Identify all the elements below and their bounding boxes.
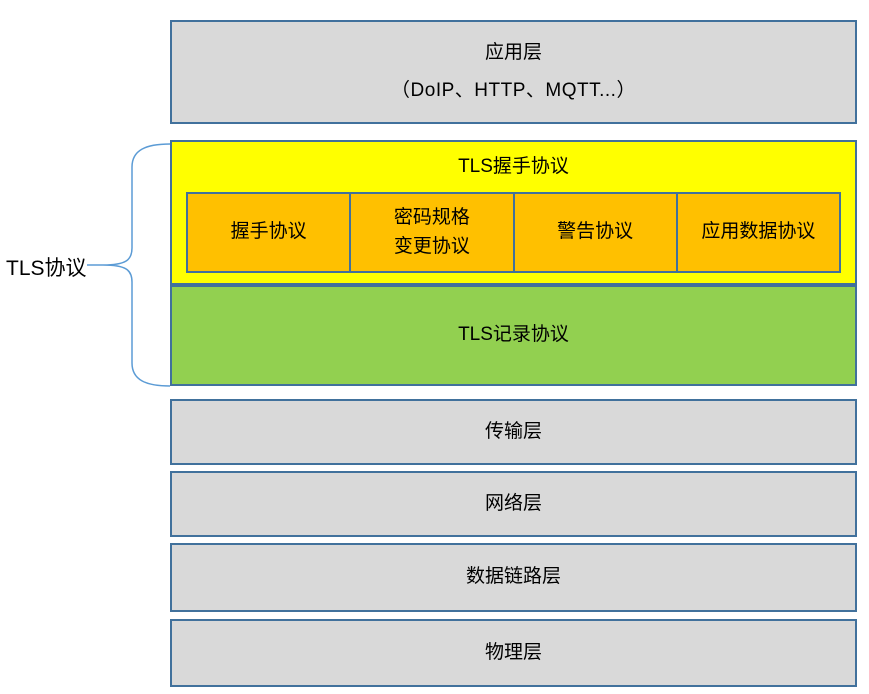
physical-layer-box: 物理层: [170, 619, 857, 687]
handshake-protocol-label: 握手协议: [230, 221, 307, 243]
transport-layer-box: 传输层: [170, 399, 857, 465]
cipher-spec-change-protocol-cell: 密码规格 变更协议: [351, 194, 515, 271]
alert-protocol-cell: 警告协议: [515, 194, 678, 271]
tls-handshake-title: TLS握手协议: [458, 155, 569, 177]
tls-handshake-box: TLS握手协议 握手协议 密码规格 变更协议 警告协议 应用数据协议: [170, 140, 857, 285]
tls-record-title: TLS记录协议: [458, 324, 569, 346]
cipher-spec-change-line2: 变更协议: [393, 235, 470, 257]
application-layer-protocols: （DoIP、HTTP、MQTT...）: [391, 79, 636, 101]
application-data-protocol-label: 应用数据协议: [701, 221, 816, 243]
transport-layer-label: 传输层: [484, 420, 542, 442]
cipher-spec-change-line1: 密码规格: [393, 207, 470, 228]
handshake-protocol-cell: 握手协议: [188, 194, 352, 271]
application-layer-title: 应用层: [484, 42, 542, 63]
application-data-protocol-cell: 应用数据协议: [678, 194, 839, 271]
physical-layer-label: 物理层: [484, 641, 542, 663]
data-link-layer-label: 数据链路层: [465, 566, 561, 588]
tls-protocol-brace-label: TLS协议: [6, 257, 87, 280]
tls-sub-protocol-row: 握手协议 密码规格 变更协议 警告协议 应用数据协议: [186, 192, 841, 273]
alert-protocol-label: 警告协议: [557, 221, 634, 243]
network-layer-box: 网络层: [170, 471, 857, 537]
tls-record-box: TLS记录协议: [170, 285, 857, 386]
network-layer-label: 网络层: [484, 492, 542, 514]
data-link-layer-box: 数据链路层: [170, 543, 857, 612]
application-layer-box: 应用层 （DoIP、HTTP、MQTT...）: [170, 20, 857, 124]
